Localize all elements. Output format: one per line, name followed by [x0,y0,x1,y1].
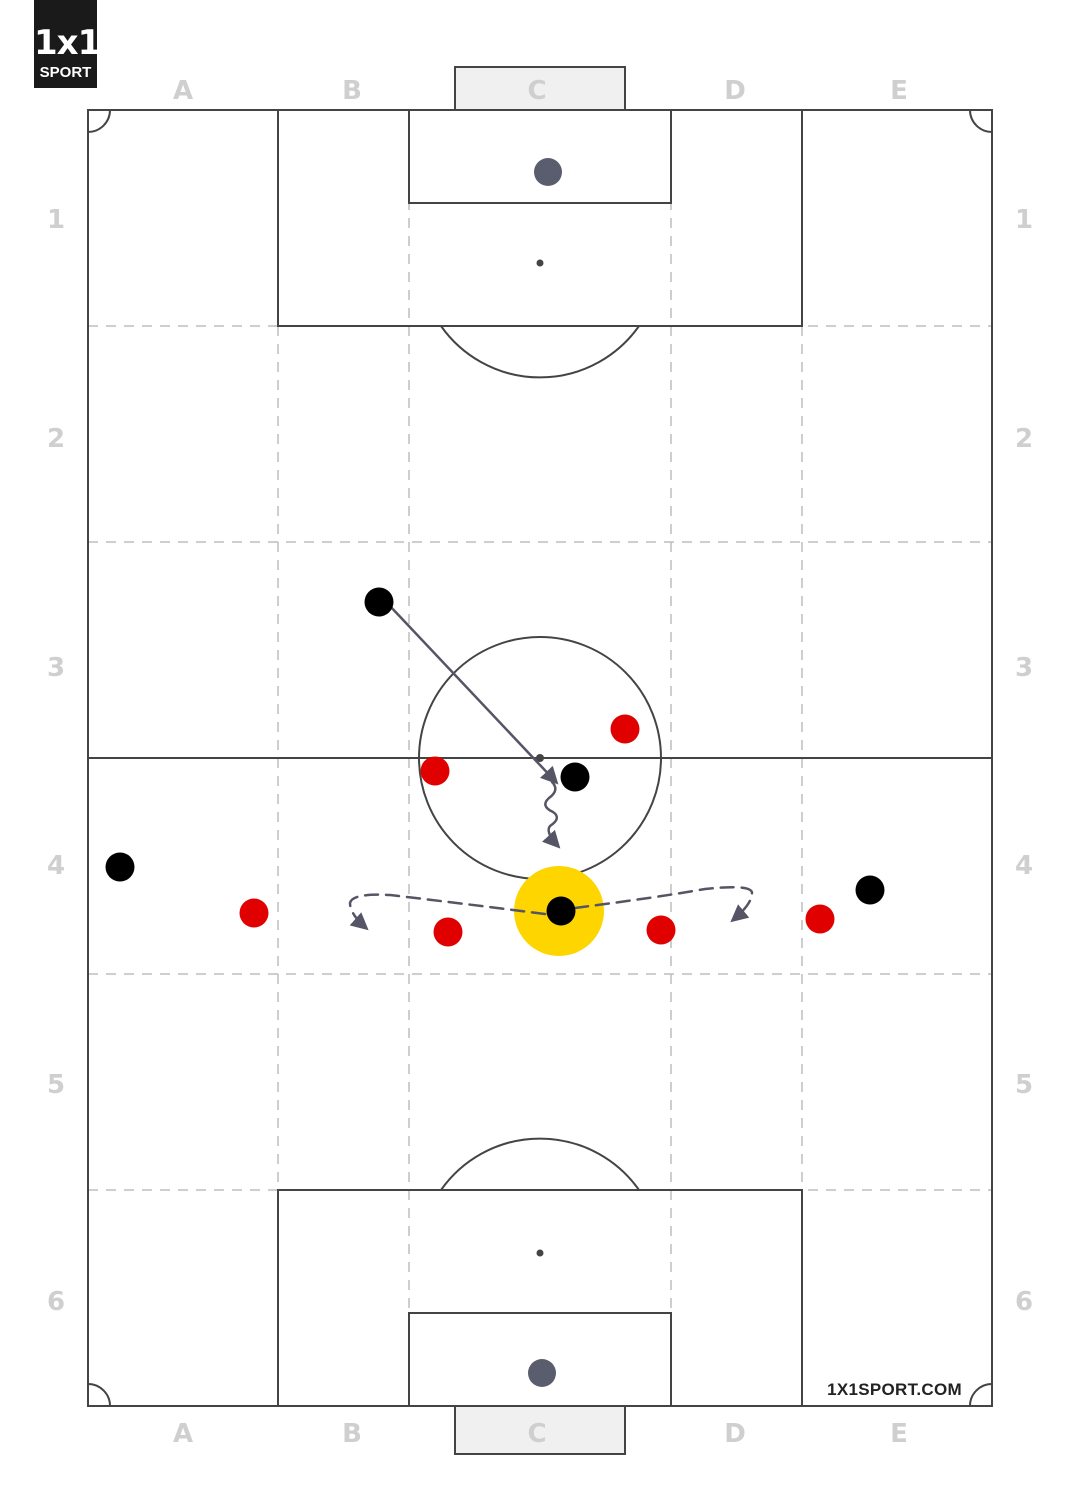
pitch-markings [87,109,993,1407]
pass-arrow [387,603,559,785]
row-label: 3 [47,653,65,683]
column-label: E [890,1419,908,1449]
column-labels-bottom: A B C D E [173,1419,908,1449]
top-penalty-spot [536,259,544,267]
bottom-goal-area [408,1312,672,1407]
attacker-receiver [560,762,590,792]
bottom-goal [454,1405,626,1455]
run-left-arrow [348,893,547,931]
bottom-goal-marker [528,1359,556,1387]
actions [348,603,754,931]
attacker-left-wing [105,852,135,882]
top-penalty-area [277,109,803,327]
attacker-passer [364,587,394,617]
corner-arc-bottom-right [969,1383,993,1407]
column-label: A [173,1419,193,1449]
row-label: 2 [1015,424,1033,454]
row-labels-left: 1 2 3 4 5 6 [47,205,65,1317]
defender-center-left [420,756,450,786]
bottom-penalty-spot [536,1249,544,1257]
brand-logo[interactable]: 1x1 SPORT [34,0,101,88]
row-label: 5 [1015,1070,1033,1100]
top-goal [454,66,626,111]
row-label: 6 [47,1287,65,1317]
column-label: B [342,76,362,106]
top-penalty-arc [440,325,640,379]
row-label: 4 [1015,851,1033,881]
run-right-arrow [573,885,754,923]
row-label: 5 [47,1070,65,1100]
column-label: A [173,76,193,106]
row-label: 1 [47,205,65,235]
top-goal-marker [534,158,562,186]
column-labels-top: A B C D E [173,76,908,106]
bottom-penalty-arc [440,1137,640,1191]
corner-arc-bottom-left [87,1383,111,1407]
row-label: 3 [1015,653,1033,683]
defender-right-wide [805,904,835,934]
dribble-arrow [542,780,561,849]
defender-left-wide [239,898,269,928]
logo-mark: 1x1 [34,23,101,63]
attacker-highlighted [546,896,576,926]
row-label: 4 [47,851,65,881]
logo-subtitle: SPORT [39,64,92,81]
defenders [239,714,835,947]
defender-right-inside [646,915,676,945]
row-label: 1 [1015,205,1033,235]
defender-center-right [610,714,640,744]
row-label: 6 [1015,1287,1033,1317]
attackers [105,587,885,926]
center-spot [536,754,544,762]
top-goal-area [408,109,672,204]
column-label: D [724,76,746,106]
corner-arc-top-left [87,109,111,133]
attacker-right-wing [855,875,885,905]
column-label: C [527,1419,546,1449]
column-label: E [890,76,908,106]
row-label: 2 [47,424,65,454]
column-label: C [527,76,546,106]
row-labels-right: 1 2 3 4 5 6 [1015,205,1033,1317]
defender-left-inside [433,917,463,947]
site-url-label: 1X1SPORT.COM [827,1380,962,1399]
column-label: B [342,1419,362,1449]
corner-arc-top-right [969,109,993,133]
column-label: D [724,1419,746,1449]
